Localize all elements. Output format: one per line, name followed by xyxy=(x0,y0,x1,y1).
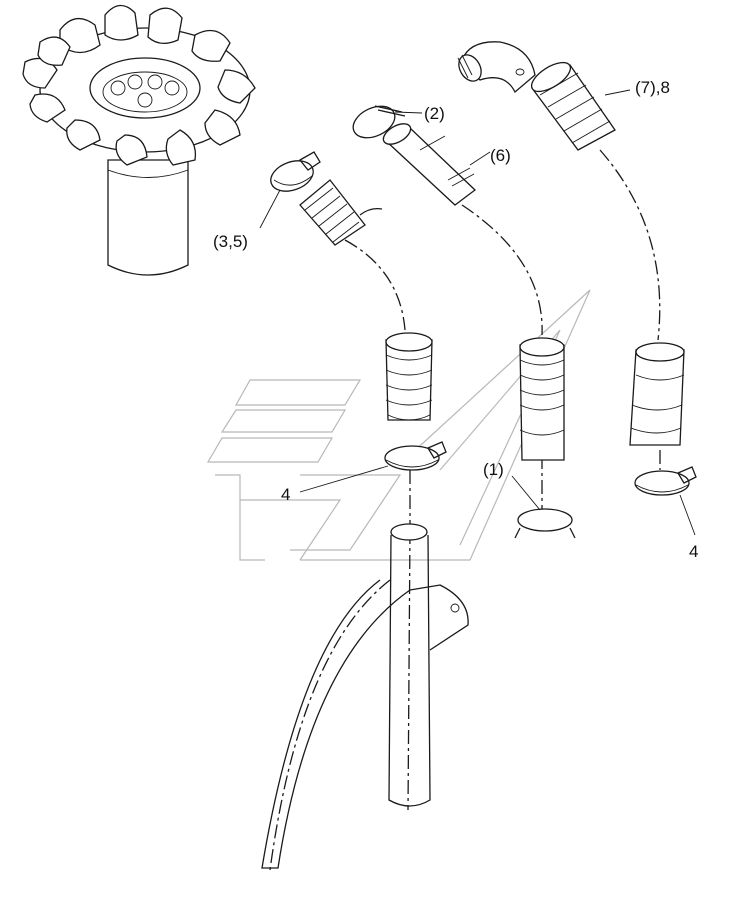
callout-corrugated-clamp: (3,5) xyxy=(213,232,248,251)
callout-elbow-hose: (7),8 xyxy=(635,78,670,97)
hose-clamp-lower-right xyxy=(634,466,697,496)
callout-straight-hose: (6) xyxy=(490,146,511,165)
outlet-ports xyxy=(22,4,256,166)
callout-ring-clip-bottom: (1) xyxy=(483,460,504,479)
hose-clamp-upper xyxy=(270,151,321,192)
callout-clamp-left: 4 xyxy=(281,485,290,504)
hose-lower-middle xyxy=(519,337,565,461)
distributor-head xyxy=(22,4,256,276)
hose-lower-right xyxy=(629,342,685,446)
assembly-lines xyxy=(269,149,661,871)
elbow-hose xyxy=(457,41,536,94)
coulter-assembly xyxy=(261,523,469,869)
ring-clip-top xyxy=(352,105,406,139)
callout-ring-clip-top: (2) xyxy=(424,104,445,123)
hose-clamp-lower-left xyxy=(384,441,447,471)
straight-hose xyxy=(382,123,477,206)
leader-lines xyxy=(259,89,696,536)
corrugated-hose-upper-right xyxy=(530,61,616,151)
ring-clip-bottom xyxy=(514,508,576,539)
corrugated-hose-upper-left xyxy=(299,179,383,246)
corrugated-hose-lower-left xyxy=(385,332,433,421)
callout-clamp-right: 4 xyxy=(689,542,698,561)
